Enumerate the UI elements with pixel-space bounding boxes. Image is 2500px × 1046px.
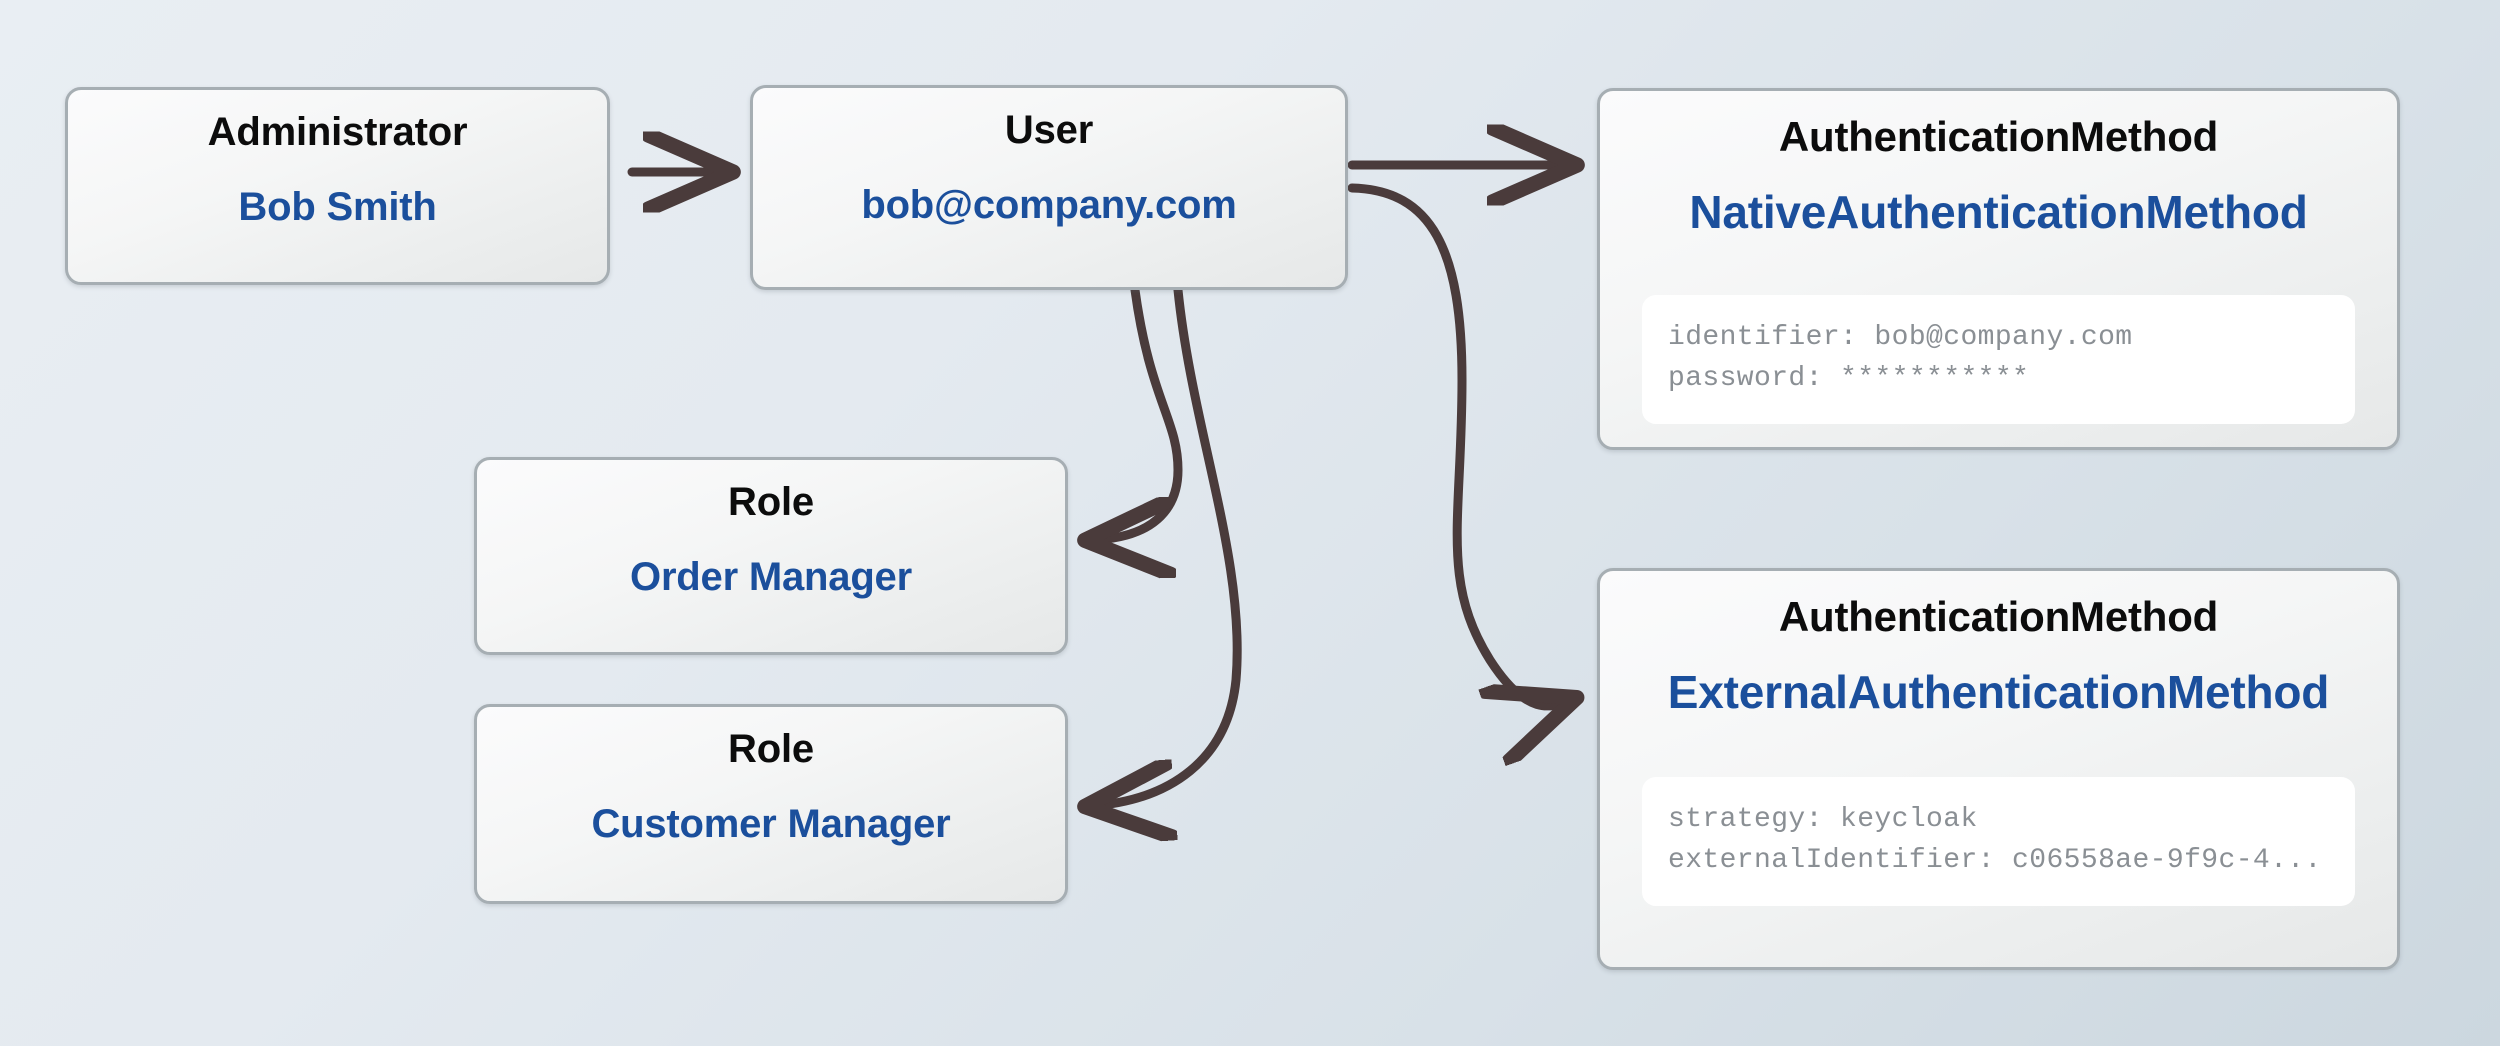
node-user-type: User — [1004, 108, 1094, 152]
node-role-customer-manager[interactable]: Role Customer Manager — [474, 704, 1068, 904]
node-role-customer-manager-type: Role — [728, 727, 814, 771]
detail-row-identifier: identifier: bob@company.com — [1668, 322, 2133, 353]
node-role-order-manager-value: Order Manager — [630, 555, 912, 599]
node-administrator-type: Administrator — [207, 110, 468, 154]
node-administrator[interactable]: Administrator Bob Smith — [65, 87, 610, 285]
node-role-order-manager-type: Role — [728, 480, 814, 524]
node-external-authentication-method-type: AuthenticationMethod — [1778, 593, 2219, 640]
external-authentication-method-details: strategy: keycloak externalIdentifier: c… — [1642, 777, 2355, 906]
node-native-authentication-method-type: AuthenticationMethod — [1778, 113, 2219, 160]
node-native-authentication-method[interactable]: AuthenticationMethod NativeAuthenticatio… — [1597, 88, 2400, 450]
detail-row-external-identifier: externalIdentifier: c06558ae-9f9c-4... — [1668, 845, 2322, 877]
edge-user-to-role-customer — [1092, 285, 1242, 806]
node-role-customer-manager-value: Customer Manager — [591, 802, 951, 846]
detail-row-strategy: strategy: keycloak — [1668, 804, 1978, 835]
node-user[interactable]: User bob@company.com — [750, 85, 1348, 290]
node-user-value: bob@company.com — [861, 183, 1237, 227]
edge-user-to-external-auth — [1347, 183, 1570, 706]
native-authentication-method-details: identifier: bob@company.com password: **… — [1642, 295, 2355, 424]
node-native-authentication-method-value: NativeAuthenticationMethod — [1689, 186, 2308, 238]
detail-row-password: password: *********** — [1668, 363, 2030, 395]
node-role-order-manager[interactable]: Role Order Manager — [474, 457, 1068, 655]
node-external-authentication-method-value: ExternalAuthenticationMethod — [1667, 666, 2330, 718]
node-administrator-value: Bob Smith — [238, 185, 437, 229]
edge-user-to-role-order — [1092, 285, 1183, 540]
node-external-authentication-method[interactable]: AuthenticationMethod ExternalAuthenticat… — [1597, 568, 2400, 970]
